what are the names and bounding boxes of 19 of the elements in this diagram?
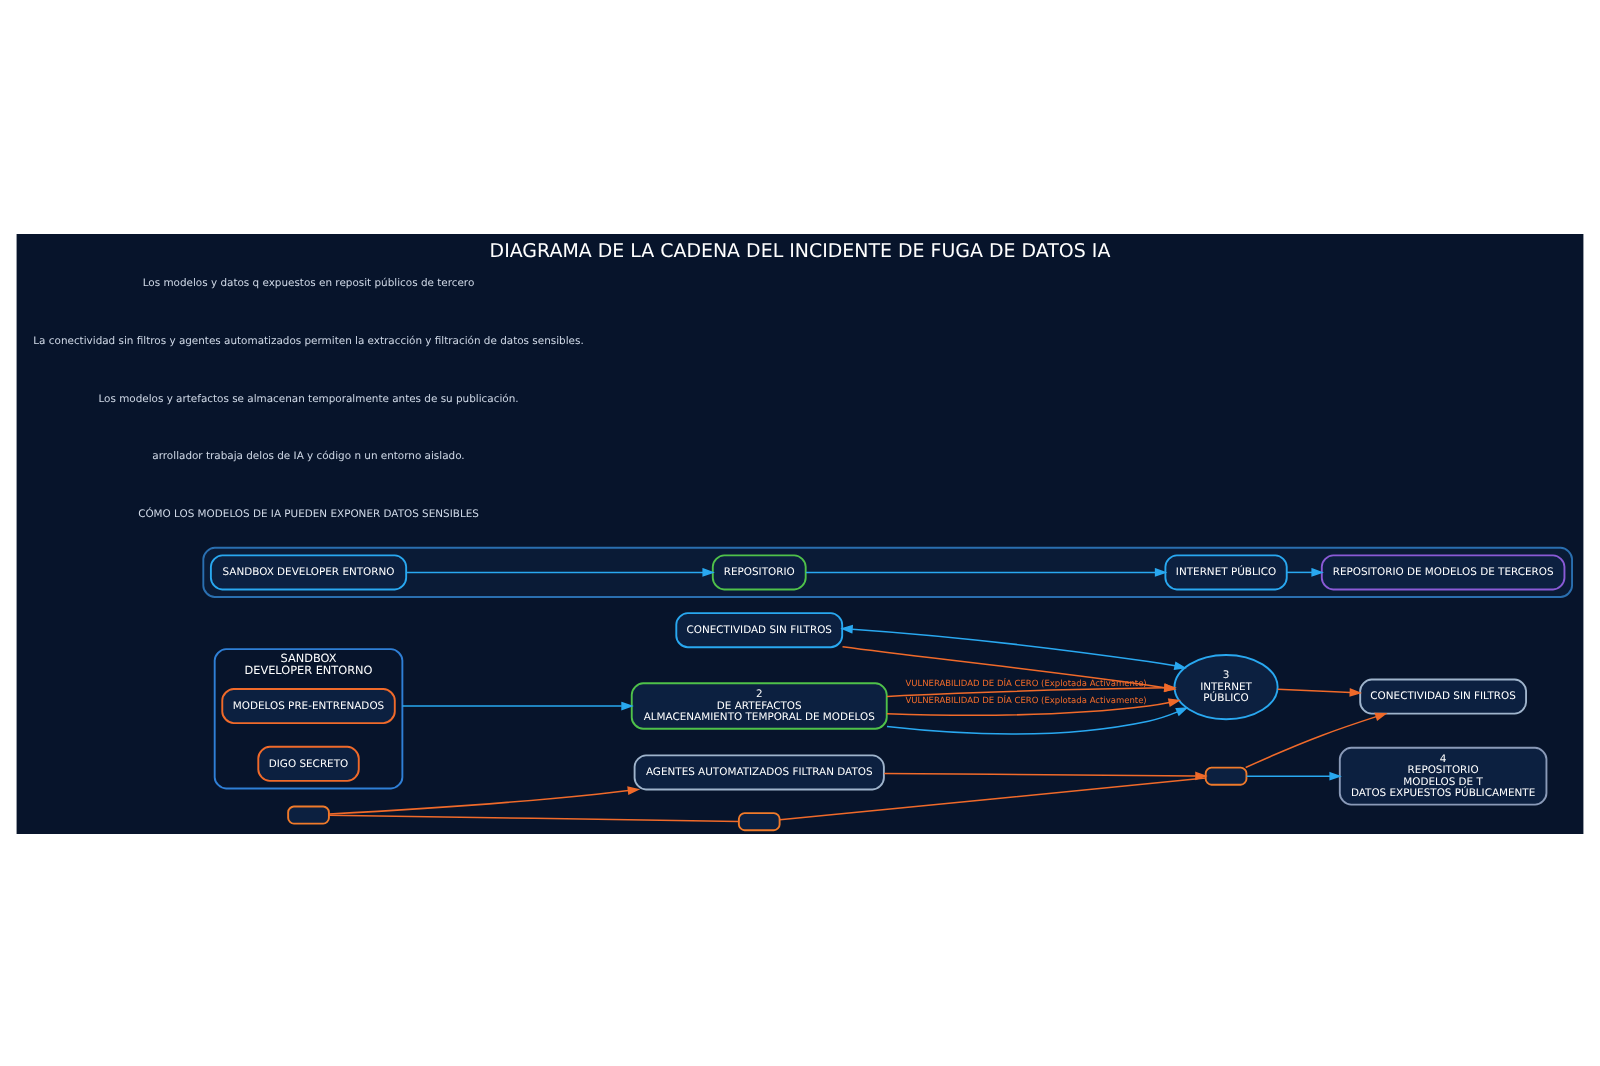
arrow <box>405 567 715 576</box>
cluster <box>202 545 1573 597</box>
arrow <box>401 700 634 710</box>
arrow <box>886 697 1181 716</box>
diagram-title: DIAGRAMA DE LA CADENA DEL INCIDENTE DE FUGA DE DATOS IA <box>489 239 1111 262</box>
arrow <box>1244 711 1388 768</box>
node-box <box>1204 765 1248 785</box>
node-box <box>287 804 330 824</box>
arrow <box>886 706 1189 734</box>
arrow <box>805 567 1168 576</box>
arrow <box>883 770 1208 780</box>
arrow <box>1245 770 1342 780</box>
arrow <box>1276 687 1363 696</box>
connector <box>779 776 1207 820</box>
connector <box>328 813 740 822</box>
arrow <box>1286 567 1324 576</box>
arrow <box>328 785 641 814</box>
node-box <box>737 811 781 831</box>
arrow <box>840 623 1187 670</box>
